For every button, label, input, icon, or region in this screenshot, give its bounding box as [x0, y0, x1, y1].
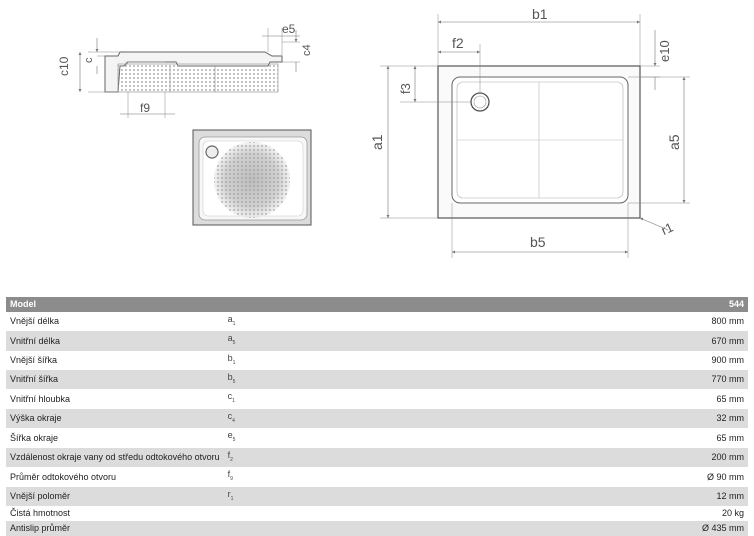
row-label: Vnější poloměr — [6, 486, 224, 507]
tray-photo — [192, 129, 312, 226]
row-symbol: f2 — [223, 447, 292, 468]
row-label: Vnější šířka — [6, 350, 224, 371]
dim-label-f9: f9 — [140, 101, 150, 115]
row-value: 12 mm — [291, 486, 748, 507]
dim-label-a1: a1 — [369, 134, 385, 150]
section-view: c10 c e5 c4 f9 — [57, 22, 313, 118]
row-symbol-subscript: 4 — [232, 417, 235, 424]
row-value: 770 mm — [291, 370, 748, 390]
dim-label-c4: c4 — [301, 44, 313, 56]
row-symbol-letter: b — [227, 352, 233, 363]
table-row: Vzdálenost okraje vany od středu odtokov… — [6, 447, 748, 468]
row-label: Vnitřní délka — [6, 331, 224, 351]
dim-label-b1: b1 — [532, 6, 548, 22]
dim-label-b5: b5 — [530, 234, 546, 250]
row-symbol-subscript: 5 — [232, 437, 236, 444]
row-symbol-subscript: 1 — [232, 398, 235, 405]
row-label: Čistá hmotnost — [6, 506, 224, 521]
row-symbol-letter: f — [227, 449, 231, 460]
row-value: 800 mm — [291, 311, 748, 332]
row-symbol: b1 — [223, 350, 292, 371]
dim-label-c10: c10 — [57, 56, 71, 76]
row-symbol-subscript: 5 — [232, 339, 236, 346]
dim-label-e5: e5 — [282, 22, 296, 36]
row-symbol-subscript: 1 — [230, 495, 234, 502]
row-symbol-letter: e — [227, 430, 233, 441]
row-symbol: f9 — [223, 467, 292, 487]
plan-view: b1 f2 e10 f3 a1 a5 b5 r1 — [369, 6, 690, 258]
row-symbol-letter: r — [227, 488, 231, 499]
table-row: Antislip průměr Ø 435 mm — [6, 520, 748, 536]
row-symbol: r1 — [223, 486, 292, 507]
row-symbol-letter: a — [227, 333, 233, 344]
dim-label-r1: r1 — [659, 219, 676, 237]
row-value: 20 kg — [291, 506, 748, 521]
row-symbol-letter: c — [227, 410, 233, 421]
row-value: Ø 90 mm — [291, 467, 748, 487]
row-label: Vnitřní hloubka — [6, 389, 224, 409]
row-symbol — [223, 506, 292, 521]
row-value: 65 mm — [291, 389, 748, 409]
dim-label-e10: e10 — [657, 40, 672, 62]
row-symbol: c4 — [223, 408, 292, 429]
table-header-row: Model 544 — [6, 297, 748, 312]
row-label: Vnější délka — [6, 311, 224, 332]
row-symbol-letter: f — [227, 469, 231, 480]
table-row: Čistá hmotnost 20 kg — [6, 506, 748, 521]
dim-label-f2: f2 — [452, 35, 464, 51]
row-symbol-subscript: 1 — [232, 359, 236, 366]
technical-drawing: c10 c e5 c4 f9 b1 f2 e10 — [57, 6, 690, 258]
row-label: Výška okraje — [6, 408, 224, 429]
row-symbol-letter: b — [227, 372, 233, 383]
row-value: 32 mm — [291, 408, 748, 429]
row-symbol: a5 — [223, 331, 292, 351]
dim-label-a5: a5 — [666, 134, 682, 150]
row-symbol-subscript: 1 — [232, 320, 236, 327]
row-symbol: c1 — [223, 389, 292, 409]
row-value: Ø 435 mm — [291, 520, 748, 536]
row-value: 900 mm — [291, 350, 748, 371]
row-value: 65 mm — [291, 428, 748, 448]
row-symbol-letter: c — [227, 391, 233, 402]
row-label: Vnitřní šířka — [6, 370, 224, 390]
header-model-label: Model — [6, 297, 224, 312]
header-model-value: 544 — [291, 297, 748, 312]
dim-label-c: c — [83, 57, 95, 63]
row-label: Vzdálenost okraje vany od středu odtokov… — [6, 447, 224, 468]
row-symbol: a1 — [223, 311, 292, 332]
row-symbol-letter: a — [227, 313, 233, 324]
row-symbol — [223, 520, 292, 536]
dim-label-f3: f3 — [398, 83, 413, 94]
row-label: Antislip průměr — [6, 520, 224, 536]
row-value: 200 mm — [291, 447, 748, 468]
row-symbol-subscript: 9 — [230, 476, 233, 483]
row-symbol-subscript: 2 — [230, 456, 233, 463]
row-value: 670 mm — [291, 331, 748, 351]
row-symbol: e5 — [223, 428, 292, 448]
row-symbol: b5 — [223, 370, 292, 390]
row-label: Šířka okraje — [6, 428, 224, 448]
row-symbol-subscript: 5 — [232, 378, 236, 385]
row-label: Průměr odtokového otvoru — [6, 467, 224, 487]
